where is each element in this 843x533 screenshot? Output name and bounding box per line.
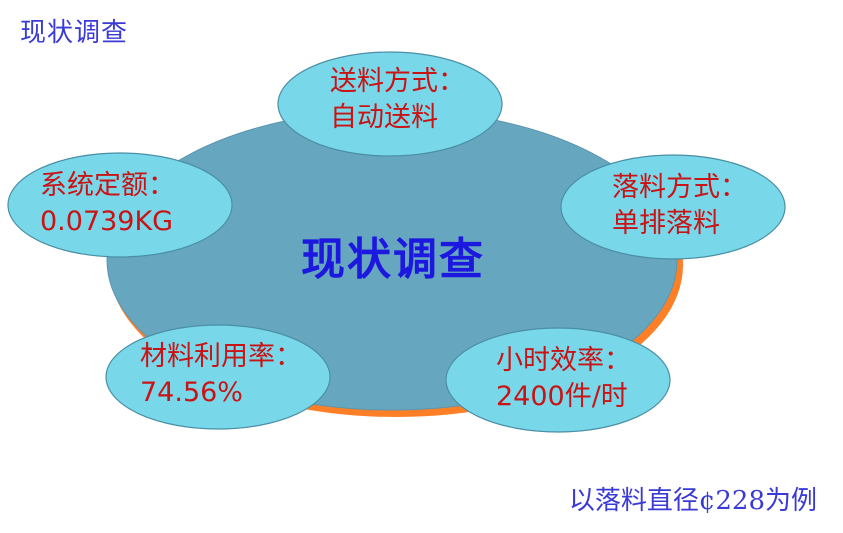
node-utilization-label: 材料利用率： [140,341,302,372]
node-efficiency: 小时效率： 2400件/时 [496,343,631,415]
center-title: 现状调查 [301,234,485,285]
footer-note: 以落料直径¢228为例 [568,486,817,516]
node-quota-label: 系统定额： [40,170,175,201]
node-feeding-label: 送料方式： [330,66,465,97]
node-utilization: 材料利用率： 74.56% [140,339,302,411]
node-utilization-value: 74.56% [140,377,243,408]
node-quota: 系统定额： 0.0739KG [40,168,175,240]
bubble-feeding [277,51,503,157]
node-feeding: 送料方式： 自动送料 [330,64,465,136]
bubble-utilization [105,324,331,430]
node-blanking-label: 落料方式： [612,172,747,203]
node-efficiency-label: 小时效率： [496,345,631,376]
node-feeding-value: 自动送料 [330,102,438,133]
page-title: 现状调查 [20,18,129,48]
bubble-quota [7,152,233,258]
bubble-blanking [560,154,786,260]
node-blanking: 落料方式： 单排落料 [612,170,747,242]
bubble-efficiency [445,327,671,433]
node-quota-value: 0.0739KG [40,206,174,237]
node-blanking-value: 单排落料 [612,208,720,239]
node-efficiency-value: 2400件/时 [496,381,628,412]
